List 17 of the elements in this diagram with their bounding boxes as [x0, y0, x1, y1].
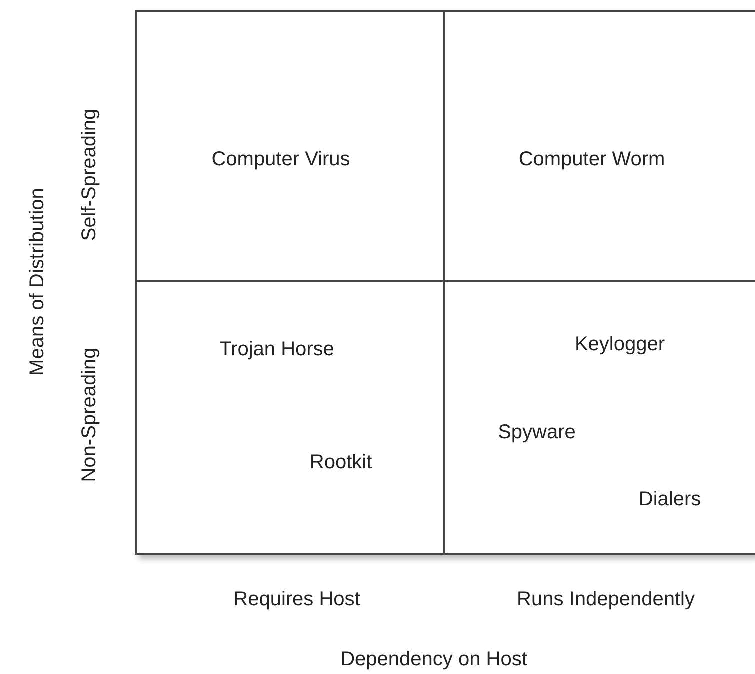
- axis-value-label: Non-Spreading: [78, 348, 102, 482]
- quadrant-cell: [443, 280, 755, 555]
- quadrant-cell: [135, 280, 445, 555]
- quadrant-cell: [135, 10, 445, 282]
- malware-type-label: Computer Worm: [518, 148, 666, 172]
- axis-value-label: Runs Independently: [517, 588, 695, 612]
- malware-type-label: Computer Virus: [212, 148, 350, 172]
- axis-title: Dependency on Host: [340, 648, 528, 672]
- malware-type-label: Trojan Horse: [220, 338, 334, 362]
- malware-type-label: Dialers: [638, 488, 702, 512]
- malware-type-label: Rootkit: [310, 452, 372, 474]
- malware-type-label: Spyware: [498, 422, 576, 444]
- axis-value-label: Requires Host: [234, 588, 360, 612]
- malware-type-label: Keylogger: [574, 334, 666, 356]
- axis-title: Means of Distribution: [26, 188, 50, 376]
- axis-value-label: Self-Spreading: [78, 108, 102, 242]
- quadrant-cell: [443, 10, 755, 282]
